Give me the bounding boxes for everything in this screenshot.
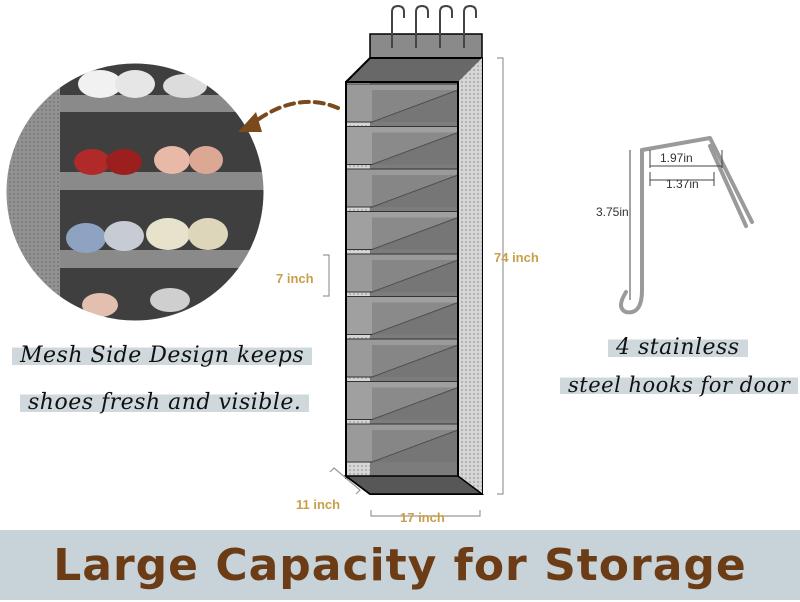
organizer-pocket xyxy=(372,345,458,377)
hooks-note-line2: steel hooks for door xyxy=(560,373,799,397)
dimension-height-line xyxy=(497,57,504,495)
shoes-sneakers xyxy=(66,218,228,253)
door-hooks xyxy=(391,4,477,48)
dimension-height-label: 74 inch xyxy=(494,250,539,265)
organizer-pocket xyxy=(372,430,458,462)
mesh-note-line1: Mesh Side Design keeps xyxy=(12,343,313,368)
hook-height-label: 3.75in xyxy=(596,205,629,219)
hook-top-width-label: 1.97in xyxy=(660,151,693,165)
dimension-depth-label: 11 inch xyxy=(296,497,340,512)
organizer-shelves xyxy=(345,83,459,463)
hook-detail xyxy=(619,136,754,315)
organizer-pocket xyxy=(372,132,458,165)
shoes-red-pink xyxy=(74,146,223,175)
dimension-width-label: 17 inch xyxy=(400,510,445,525)
hook-inner-width-label: 1.37in xyxy=(666,177,699,191)
closeup-circle xyxy=(5,62,265,322)
organizer-pocket xyxy=(372,260,458,292)
banner-title: Large Capacity for Storage xyxy=(53,540,747,591)
dimension-shelf-gap-line xyxy=(323,254,330,297)
organizer-pocket xyxy=(372,302,458,335)
pointer-arrowhead xyxy=(238,112,262,132)
dimension-depth-line xyxy=(329,467,361,495)
bottom-banner: Large Capacity for Storage xyxy=(0,530,800,600)
organizer-pocket xyxy=(372,387,458,420)
shoes-lower xyxy=(82,288,190,317)
dimension-shelf-gap-label: 7 inch xyxy=(276,271,314,286)
hooks-note-line1: 4 stainless xyxy=(608,335,748,360)
hook-dimension-lines xyxy=(629,150,723,300)
shoes-white xyxy=(78,70,207,98)
organizer-pocket xyxy=(372,175,458,207)
dimension-width-line xyxy=(370,510,481,517)
mesh-note-line2: shoes fresh and visible. xyxy=(20,390,310,415)
organizer-pocket xyxy=(372,90,458,122)
organizer-pocket xyxy=(372,217,458,250)
pointer-arrow xyxy=(250,100,340,126)
closeup-shelf xyxy=(60,95,265,268)
